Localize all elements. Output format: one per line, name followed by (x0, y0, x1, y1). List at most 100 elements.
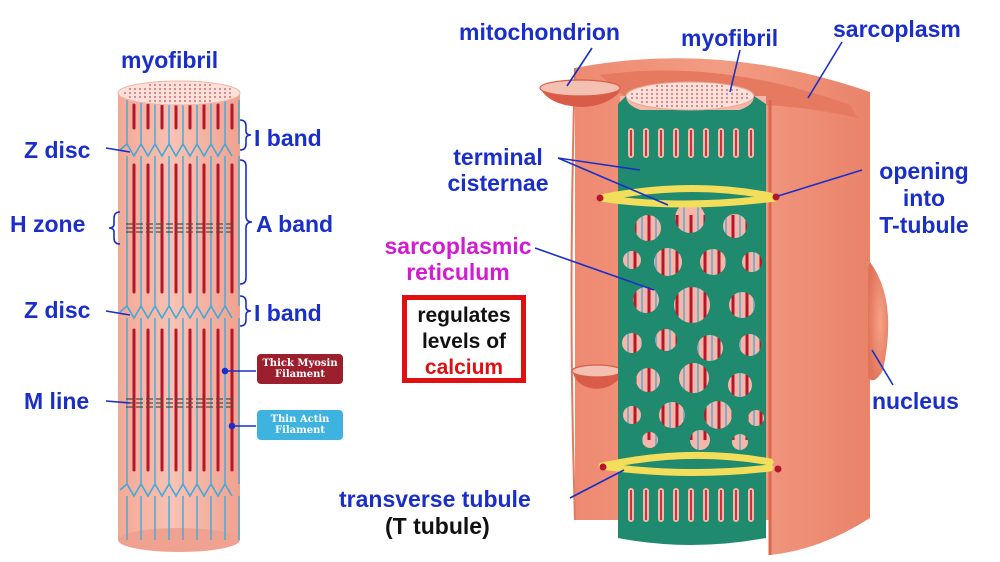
i-band-1-brace (239, 119, 252, 151)
filament-dot (184, 96, 186, 98)
mitochondrion-leader (566, 47, 593, 87)
filament-dot (204, 88, 206, 90)
filament-dot (641, 101, 643, 103)
filament-dot (199, 88, 201, 90)
filament-dot (706, 97, 708, 99)
filament-dot (149, 84, 151, 86)
filament-dot (671, 93, 673, 95)
filament-dot (681, 89, 683, 91)
filament-dot (651, 89, 653, 91)
filament-dot (154, 96, 156, 98)
filament-dot (199, 100, 201, 102)
filament-dot (681, 101, 683, 103)
filament-dot (174, 92, 176, 94)
m-line-mark (206, 223, 213, 233)
filament-dot (169, 92, 171, 94)
filament-dot (179, 84, 181, 86)
filament-dot (686, 97, 688, 99)
m-line-mark (206, 398, 213, 408)
filament-dot (651, 101, 653, 103)
filament-dot (696, 97, 698, 99)
filament-dot (661, 93, 663, 95)
sarcoplasmic-reticulum-label: sarcoplasmic reticulum (382, 233, 534, 285)
filament-dot (219, 92, 221, 94)
filament-dot (686, 105, 688, 107)
filament-dot (209, 92, 211, 94)
filament-dot (736, 101, 738, 103)
filament-dot (666, 93, 668, 95)
filament-dot (631, 97, 633, 99)
nucleus-leader (871, 349, 894, 386)
filament-dot (691, 85, 693, 87)
mitochondrion-middle (571, 364, 623, 389)
filament-dot (134, 92, 136, 94)
opening-line-2: into (902, 185, 946, 211)
cisternae-leader-1 (557, 157, 641, 171)
m-line-mark (226, 223, 233, 233)
filament-dot (189, 92, 191, 94)
filament-dot (701, 101, 703, 103)
filament-dot (681, 105, 683, 107)
filament-dot (179, 100, 181, 102)
filament-dot (209, 84, 211, 86)
filament-dot (159, 92, 161, 94)
filament-dot (214, 92, 216, 94)
filament-dot (144, 92, 146, 94)
z-disc-2-leader (105, 310, 131, 316)
filament-dot (731, 101, 733, 103)
thin-tag-line-1: Thin Actin (270, 414, 330, 425)
filament-dot (716, 85, 718, 87)
filament-dot (646, 93, 648, 95)
filament-dot (686, 85, 688, 87)
filament-dot (641, 97, 643, 99)
filament-dot (661, 97, 663, 99)
filament-dot (199, 96, 201, 98)
filament-dot (204, 100, 206, 102)
myofibril-bottom (118, 528, 240, 552)
filament-dot (691, 101, 693, 103)
filament-dot (676, 89, 678, 91)
filament-dot (686, 93, 688, 95)
z-disc-1-leader (105, 147, 131, 153)
sarcoplasm-leader (807, 41, 843, 99)
filament-dot (229, 96, 231, 98)
terminal-line: terminal (453, 144, 543, 170)
filament-dot (741, 97, 743, 99)
filament-dot (631, 93, 633, 95)
m-line-label: M line (24, 388, 90, 414)
filament-dot (726, 89, 728, 91)
filament-dot (671, 105, 673, 107)
filament-dot (129, 88, 131, 90)
m-line-mark (216, 223, 223, 233)
filament-dot (169, 96, 171, 98)
h-zone-brace (108, 211, 121, 245)
m-line-mark (176, 398, 183, 408)
filament-dot (721, 93, 723, 95)
filament-dot (741, 93, 743, 95)
filament-dot (214, 96, 216, 98)
thick-tag-line-2: Filament (274, 369, 325, 380)
filament-dot (701, 93, 703, 95)
filament-dot (189, 100, 191, 102)
filament-dot (696, 101, 698, 103)
filament-dot (179, 96, 181, 98)
filament-dot (661, 101, 663, 103)
filament-dot (154, 88, 156, 90)
filament-dot (184, 84, 186, 86)
left-leaders (105, 119, 256, 430)
filament-dot (194, 84, 196, 86)
filament-dot (716, 93, 718, 95)
filament-dot (716, 97, 718, 99)
filament-dot (144, 88, 146, 90)
filament-dot (656, 85, 658, 87)
filament-dot (711, 105, 713, 107)
filament-dot (169, 88, 171, 90)
filament-dot (174, 88, 176, 90)
left-filaments (119, 100, 240, 540)
a-band-brace (239, 159, 253, 285)
filament-dot (224, 92, 226, 94)
mitochondrion-top (539, 79, 621, 107)
filament-dot (656, 97, 658, 99)
t-tubule-openings (596, 193, 782, 473)
filament-dot (219, 88, 221, 90)
